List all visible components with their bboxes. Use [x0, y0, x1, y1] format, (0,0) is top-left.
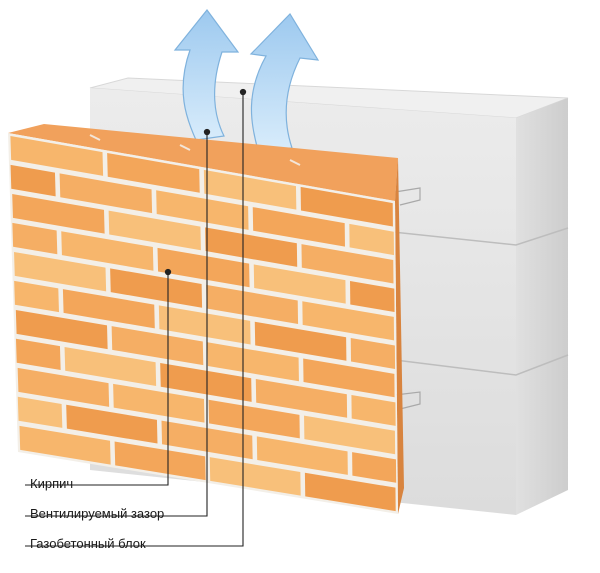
- brick: [303, 358, 395, 398]
- brick: [59, 173, 153, 214]
- brick: [157, 247, 250, 288]
- brick: [14, 280, 59, 313]
- brick: [205, 227, 298, 267]
- brick: [350, 280, 395, 313]
- brick: [113, 383, 205, 423]
- brick: [19, 425, 111, 465]
- brick: [253, 264, 346, 304]
- brick-label: Кирпич: [30, 476, 74, 491]
- brick: [352, 452, 397, 483]
- brick: [17, 367, 110, 407]
- brick: [15, 338, 61, 371]
- brick: [302, 301, 395, 341]
- brick: [203, 169, 297, 210]
- brick: [349, 223, 394, 256]
- brick: [351, 395, 396, 426]
- brick: [111, 326, 204, 366]
- brick: [255, 379, 348, 418]
- brick: [14, 251, 107, 292]
- leader-lines: [25, 88, 247, 547]
- brick: [12, 193, 105, 234]
- brick: [110, 268, 203, 308]
- brick-wall: [8, 124, 404, 514]
- brick: [350, 338, 396, 369]
- brick: [64, 346, 157, 386]
- brick: [107, 152, 200, 193]
- brick: [62, 289, 155, 329]
- brick: [15, 309, 108, 350]
- brick: [207, 342, 299, 382]
- air-gap-label: Вентилируемый зазор: [30, 506, 165, 521]
- brick: [300, 186, 393, 227]
- brick: [209, 457, 301, 496]
- brick: [301, 244, 394, 284]
- brick: [160, 362, 252, 402]
- brick: [206, 284, 299, 325]
- airflow-arrow-icon: [173, 9, 320, 151]
- brick: [304, 472, 396, 512]
- brick: [61, 231, 154, 271]
- brick: [10, 164, 56, 197]
- brick: [252, 207, 345, 247]
- brick: [66, 404, 158, 444]
- aerated-block-label: Газобетонный блок: [30, 536, 146, 551]
- brick: [158, 305, 251, 345]
- brick: [256, 436, 348, 475]
- brick: [12, 222, 58, 255]
- brick: [304, 415, 396, 455]
- brick: [108, 210, 201, 251]
- brick: [17, 396, 63, 428]
- brick: [10, 135, 104, 176]
- brick: [156, 190, 249, 230]
- brick: [114, 441, 206, 481]
- brick: [254, 321, 347, 361]
- brick: [208, 399, 300, 439]
